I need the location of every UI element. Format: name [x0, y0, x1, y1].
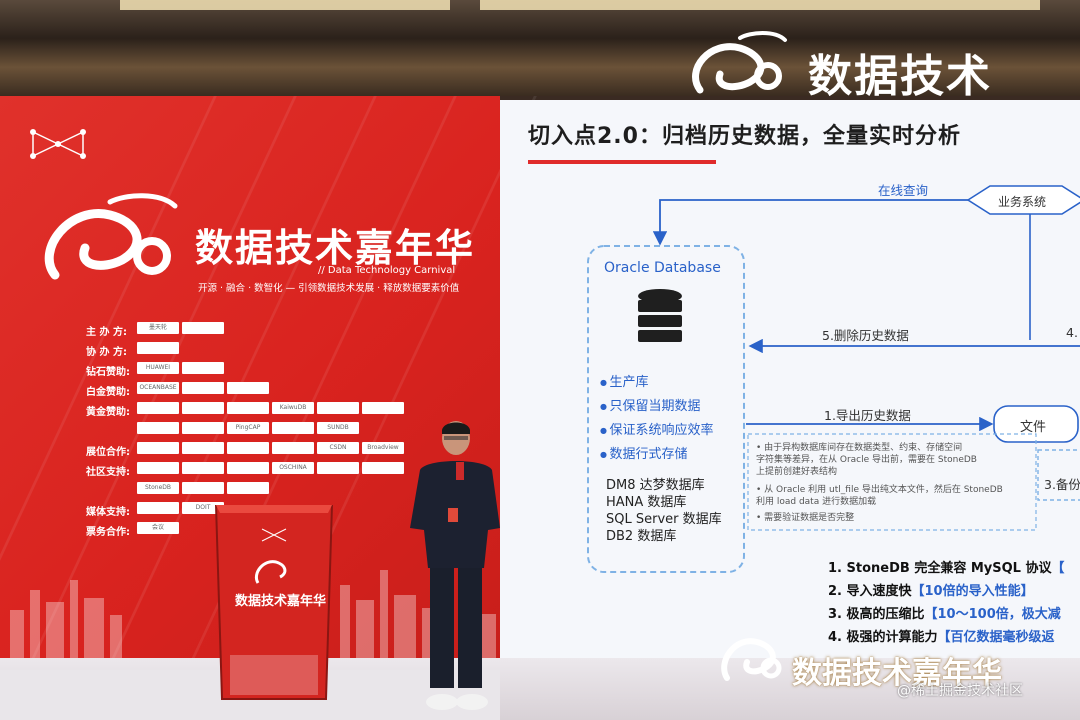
sponsor-logo: [182, 402, 224, 414]
sponsor-logo: [137, 422, 179, 434]
other-database: DM8 达梦数据库: [606, 478, 705, 493]
sponsor-label: 白金赞助:: [86, 387, 130, 398]
stage-brand-title: 数据技术嘉年华: [792, 656, 1002, 691]
note-line: • 从 Oracle 利用 utl_file 导出纯文本文件，然后在 Stone…: [756, 485, 1003, 495]
title-underline: [528, 160, 716, 164]
sponsor-logo: [182, 462, 224, 474]
watermark: @稀土掘金技术社区: [897, 683, 1023, 699]
database-feature: 只保留当期数据: [600, 395, 701, 414]
sponsor-logo: [227, 402, 269, 414]
database-box-header: Oracle Database: [604, 260, 721, 276]
feature-item: 3. 极高的压缩比【10～100倍，极大减: [828, 607, 1061, 622]
sponsor-logo: KaiwuDB: [272, 402, 314, 414]
sponsor-logo: [137, 402, 179, 414]
note-line: • 由于异构数据库间存在数据类型、约束、存储空间: [756, 443, 963, 453]
sponsor-logo: [137, 462, 179, 474]
sponsor-logo: [362, 402, 404, 414]
feature-item: 4. 极强的计算能力【百亿数据毫秒级返: [828, 630, 1055, 645]
sponsor-logo: [227, 482, 269, 494]
note-line: 利用 load data 进行数据加载: [756, 497, 877, 507]
sponsor-label: 票务合作:: [86, 527, 130, 538]
sponsor-logo: PingCAP: [227, 422, 269, 434]
sponsor-logo: 墨天轮: [137, 322, 179, 334]
sponsor-logo: [182, 482, 224, 494]
database-box: [587, 245, 745, 573]
note-line: 字符集等差异，在从 Oracle 导出前，需要在 StoneDB: [756, 455, 977, 465]
sponsor-logo: [272, 442, 314, 454]
sponsor-logo: OCEANBASE: [137, 382, 179, 394]
event-slogan: 开源 · 融合 · 数智化 — 引领数据技术发展 · 释放数据要素价值: [198, 283, 460, 294]
sponsor-logo: DOIT: [182, 502, 224, 514]
sponsor-logo: 会议: [137, 522, 179, 534]
podium: [214, 505, 334, 700]
architecture-diagram: [587, 185, 1080, 573]
sponsor-logo: [182, 382, 224, 394]
database-feature: 保证系统响应效率: [600, 419, 714, 438]
note-line: 上提前创建好表结构: [756, 467, 838, 477]
sponsor-logo: SUNDB: [317, 422, 359, 434]
other-database: HANA 数据库: [606, 495, 687, 510]
sponsor-label: 主 办 方:: [86, 327, 127, 338]
business-system-label: 业务系统: [998, 195, 1047, 209]
feature-item: 2. 导入速度快【10倍的导入性能】: [828, 584, 1034, 599]
sponsor-logo: [362, 462, 404, 474]
sponsor-logo: [227, 462, 269, 474]
database-feature: 生产库: [600, 371, 649, 390]
sponsor-logo: [137, 502, 179, 514]
sponsor-logo: [272, 422, 314, 434]
sponsor-label: 黄金赞助:: [86, 407, 130, 418]
sponsor-logo: [182, 422, 224, 434]
delete-history-label-right: 4.: [1066, 325, 1078, 340]
event-logo-icon: [721, 638, 782, 681]
database-icon: [638, 289, 682, 342]
notes-box: [747, 433, 1037, 531]
speaker-figure: [410, 421, 500, 710]
business-system-node: [966, 185, 1080, 215]
sponsor-logo: Broadview: [362, 442, 404, 454]
sponsor-logo: [227, 442, 269, 454]
sponsor-logo: [317, 462, 359, 474]
note-line: • 需要验证数据是否完整: [756, 513, 855, 523]
ceiling: [0, 0, 1080, 96]
online-query-label: 在线查询: [878, 183, 929, 198]
export-history-label: 1.导出历史数据: [824, 408, 911, 423]
sponsor-logo: [182, 442, 224, 454]
event-logo-icon: [692, 31, 787, 94]
online-query-arrow: [652, 199, 968, 246]
sponsor-logo: [317, 402, 359, 414]
event-title: 数据技术嘉年华: [195, 226, 476, 270]
sponsor-logo: HUAWEI: [137, 362, 179, 374]
sponsor-logo: [227, 382, 269, 394]
podium-title: 数据技术嘉年华: [235, 594, 327, 609]
file-label: 文件: [1020, 420, 1047, 435]
sponsor-label: 媒体支持:: [86, 507, 130, 518]
sponsor-label: 协 办 方:: [86, 347, 127, 358]
sponsor-label: 钻石赞助:: [86, 367, 130, 378]
backup-box: [1037, 449, 1080, 501]
delete-history-label: 5.删除历史数据: [822, 328, 909, 343]
sponsor-logo: [137, 442, 179, 454]
sponsor-logo: [182, 322, 224, 334]
database-feature: 数据行式存储: [600, 443, 688, 462]
sponsor-label: 展位合作:: [86, 447, 130, 458]
sponsor-logo: [182, 362, 224, 374]
slide-title: 切入点2.0：归档历史数据，全量实时分析: [528, 124, 961, 149]
sponsor-label: 社区支持:: [86, 467, 130, 478]
network-icon: [30, 129, 86, 159]
other-database: DB2 数据库: [606, 529, 677, 544]
sponsor-logo: OSCHINA: [272, 462, 314, 474]
other-database: SQL Server 数据库: [606, 512, 722, 527]
event-logo-icon: [44, 193, 178, 280]
sponsor-logo: [137, 342, 179, 354]
sponsor-logo: CSDN: [317, 442, 359, 454]
event-subtitle: // Data Technology Carnival: [318, 265, 456, 276]
feature-item: 1. StoneDB 完全兼容 MySQL 协议【: [828, 561, 1065, 576]
top-banner-title: 数据技术: [808, 51, 992, 102]
backup-label: 3.备份: [1044, 477, 1080, 492]
sponsor-logo: StoneDB: [137, 482, 179, 494]
